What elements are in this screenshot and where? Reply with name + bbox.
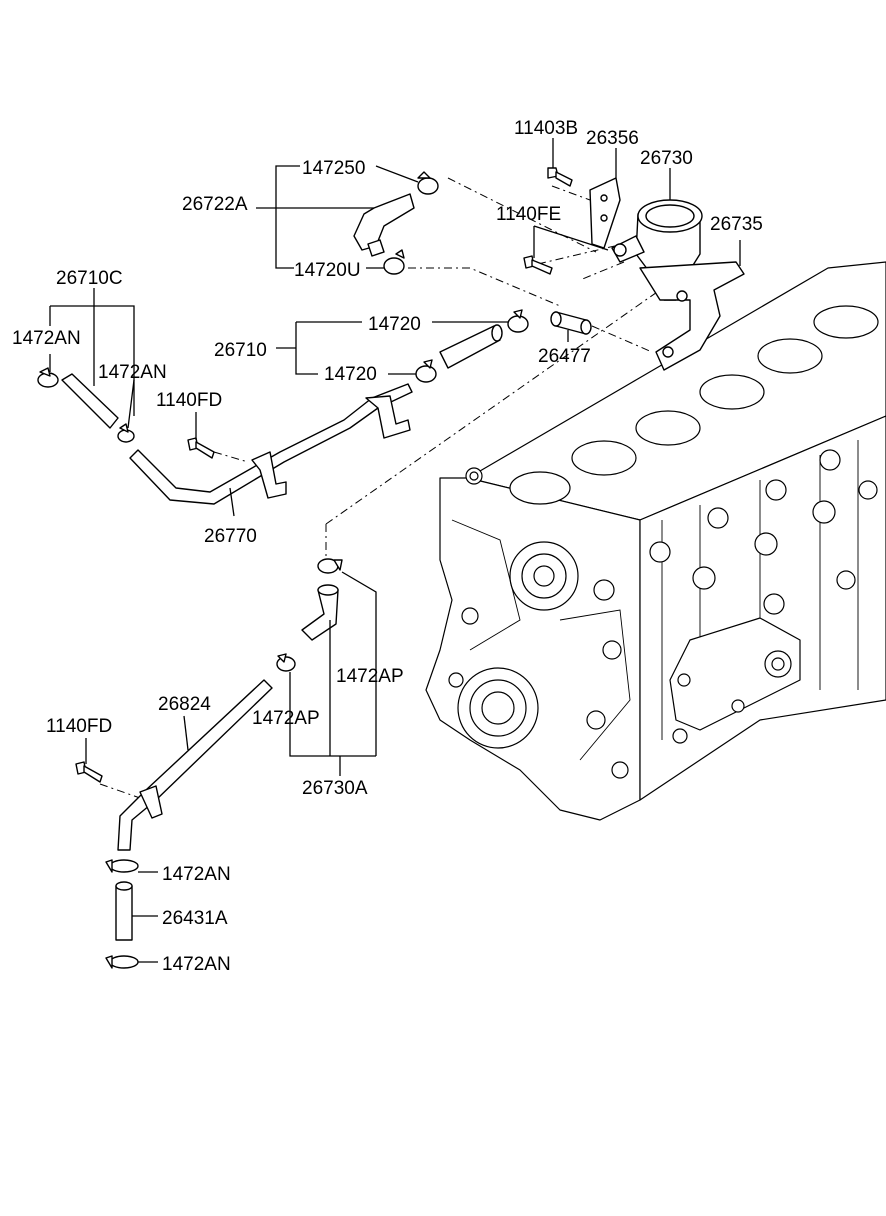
valve-26730	[611, 199, 703, 301]
clamp-1472AN-lower	[105, 955, 139, 969]
label-1472AN-lower: 1472AN	[162, 954, 231, 975]
part-labels: 11403B 26356 26730 147250 26722A 1140FE …	[12, 118, 763, 975]
bolt-1140FD-lower	[75, 761, 103, 783]
bracket-26735	[639, 261, 745, 371]
label-11403B: 11403B	[514, 118, 578, 139]
bolt-1140FE	[523, 255, 553, 275]
label-1472AP-lower: 1472AP	[252, 708, 320, 729]
clamp-1472AP-lower	[276, 653, 296, 672]
clamp-1472AN-left	[37, 367, 59, 388]
label-1472AN-left: 1472AN	[12, 328, 81, 349]
clamp-14720-lower	[415, 359, 437, 383]
hose-26710	[439, 324, 503, 369]
label-26722A: 26722A	[182, 194, 248, 215]
clamp-147250	[417, 171, 439, 195]
label-26730A: 26730A	[302, 778, 368, 799]
label-1140FD-lower: 1140FD	[46, 716, 112, 737]
label-1140FD-upper: 1140FD	[156, 390, 222, 411]
engine-block	[425, 261, 886, 821]
label-26431A: 26431A	[162, 908, 228, 929]
label-26824: 26824	[158, 694, 211, 715]
clamp-14720U	[383, 249, 405, 275]
clamp-1472AN-right	[117, 423, 135, 443]
label-1140FE: 1140FE	[496, 204, 561, 225]
label-26710: 26710	[214, 340, 267, 361]
label-14720U: 14720U	[294, 260, 361, 281]
hose-26477	[550, 311, 592, 335]
hose-26730A	[301, 584, 339, 641]
leader-lines	[49, 138, 741, 963]
label-1472AN-upper: 1472AN	[162, 864, 231, 885]
label-1472AN-right: 1472AN	[98, 362, 167, 383]
pipe-26824	[117, 679, 273, 851]
label-26477: 26477	[538, 346, 591, 367]
pipe-26770	[129, 383, 413, 505]
clamp-14720-upper	[507, 309, 529, 333]
label-14720-lower: 14720	[324, 364, 377, 385]
dashed-connector-lines	[99, 177, 661, 799]
hose-26710C	[61, 373, 119, 429]
bolt-11403B	[547, 167, 573, 187]
label-26770: 26770	[204, 526, 257, 547]
hose-26722A	[353, 193, 415, 257]
plate-26356	[589, 177, 621, 249]
label-26356: 26356	[586, 128, 639, 149]
hose-26431A	[115, 881, 133, 941]
label-26710C: 26710C	[56, 268, 123, 289]
label-1472AP-upper: 1472AP	[336, 666, 404, 687]
clamp-1472AN-upper	[105, 859, 139, 873]
label-26735: 26735	[710, 214, 763, 235]
label-26730: 26730	[640, 148, 693, 169]
bolt-1140FD-upper	[187, 437, 215, 459]
label-14720-upper: 14720	[368, 314, 421, 335]
clamp-1472AP-upper	[317, 558, 343, 574]
label-147250: 147250	[302, 158, 365, 179]
